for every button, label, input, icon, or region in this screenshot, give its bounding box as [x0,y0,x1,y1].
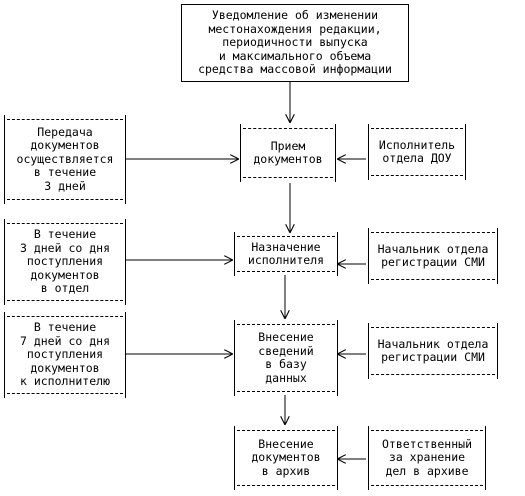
left-note-7-days: В течение 7 дней со дня поступления доку… [4,312,126,398]
step-assign-executor: Назначение исполнителя [234,232,338,276]
step-enter-database: Внесение сведений в базу данных [234,320,338,396]
left-note-transfer: Передача документов осуществляется в теч… [4,115,126,204]
left-note-3-days: В течение 3 дней со дня поступления доку… [4,219,126,305]
right-note-head-registration-2: Начальник отдела регистрации СМИ [368,323,498,379]
right-note-dou-executor: Исполнитель отдела ДОУ [368,124,466,180]
right-note-head-registration-1: Начальник отдела регистрации СМИ [368,228,498,284]
right-note-archive-keeper: Ответственный за хранение дел в архиве [368,426,486,490]
step-receive-documents: Прием документов [240,124,336,182]
step-archive: Внесение документов в архив [234,426,338,490]
top-node: Уведомление об изменении местонахождения… [181,4,409,82]
